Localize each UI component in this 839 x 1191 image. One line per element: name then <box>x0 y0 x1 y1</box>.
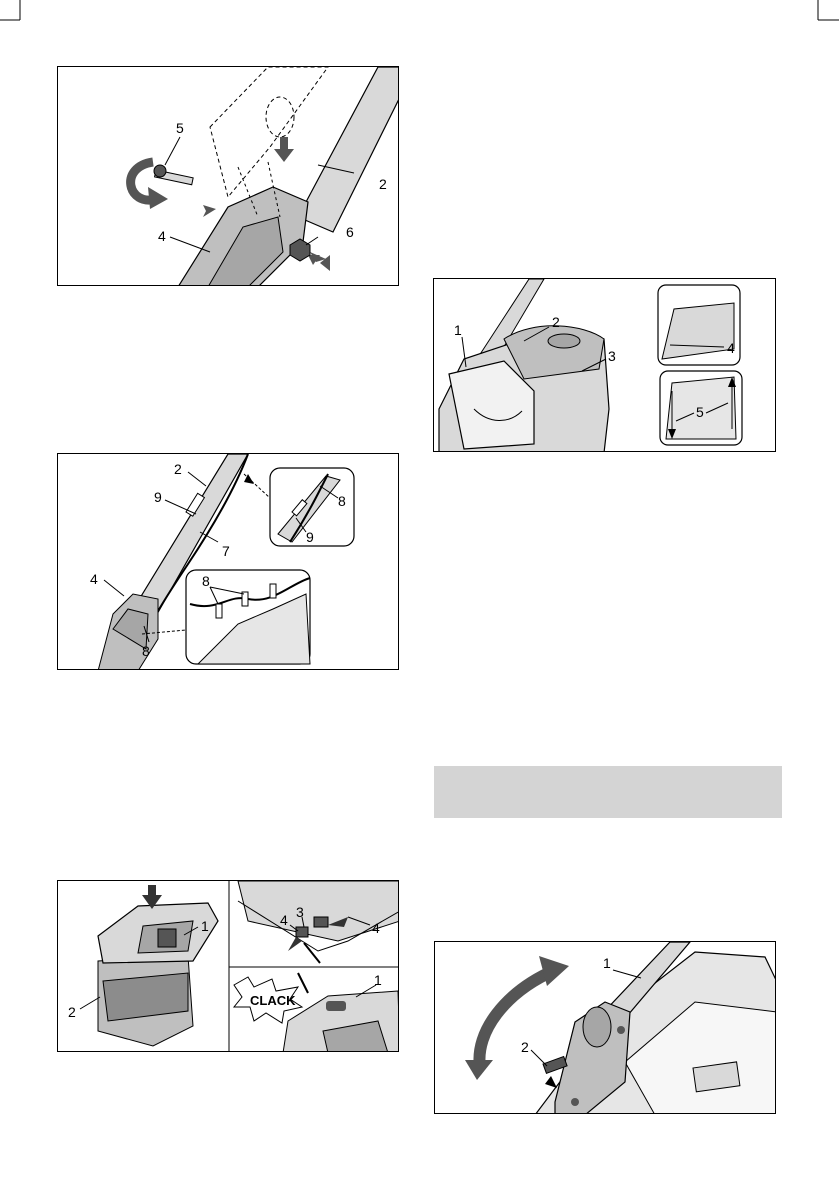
fig5-label-1: 1 <box>603 955 611 971</box>
fig2-label-9-main: 9 <box>154 489 162 505</box>
fig2-label-4: 4 <box>90 571 98 587</box>
crop-mark-left <box>0 0 40 40</box>
fig2-label-7: 7 <box>222 543 230 559</box>
fig4-label-2: 2 <box>68 1004 76 1020</box>
highlight-bar <box>434 766 782 818</box>
clack-callout-text: CLACK <box>250 993 296 1008</box>
fig3-label-1: 1 <box>454 322 462 338</box>
crop-mark-right <box>800 0 839 40</box>
fig2-label-2: 2 <box>174 461 182 477</box>
fig2-label-8-inset-top: 8 <box>338 493 346 509</box>
figure-grass-box-lid-drawing: 1 2 3 4 5 <box>434 279 776 452</box>
figure-grass-box-lid: 1 2 3 4 5 <box>433 278 776 452</box>
figure-handle-adjust: 1 2 <box>434 941 776 1114</box>
figure-handle-adjust-drawing: 1 2 <box>435 942 776 1114</box>
fig1-label-5: 5 <box>176 120 184 136</box>
figure-battery-install: CLACK 1 2 4 3 4 1 <box>57 880 399 1052</box>
fig4-label-4-right: 4 <box>372 920 380 936</box>
fig2-label-8-inset: 8 <box>202 573 210 589</box>
fig3-label-5: 5 <box>696 404 704 420</box>
fig1-label-2: 2 <box>379 176 387 192</box>
fig2-label-8-main: 8 <box>142 643 150 659</box>
figure-battery-install-drawing: CLACK 1 2 4 3 4 1 <box>58 881 399 1052</box>
fig1-label-6: 6 <box>346 224 354 240</box>
fig3-label-3: 3 <box>608 348 616 364</box>
fig4-label-1-right: 1 <box>374 972 382 988</box>
fig4-label-4-left: 4 <box>280 912 288 928</box>
fig3-label-4: 4 <box>727 340 735 356</box>
fig2-label-9-inset: 9 <box>306 529 314 545</box>
fig4-label-1-left: 1 <box>201 918 209 934</box>
figure-cable-routing-drawing: 2 9 7 4 8 8 9 8 <box>58 454 399 670</box>
figure-handle-bolt-drawing: 5 2 4 6 <box>58 67 399 286</box>
fig5-label-2: 2 <box>521 1039 529 1055</box>
figure-cable-routing: 2 9 7 4 8 8 9 8 <box>57 453 399 670</box>
figure-handle-bolt: 5 2 4 6 <box>57 66 399 286</box>
fig3-label-2: 2 <box>552 314 560 330</box>
fig4-label-3: 3 <box>296 904 304 920</box>
fig1-label-4: 4 <box>158 228 166 244</box>
